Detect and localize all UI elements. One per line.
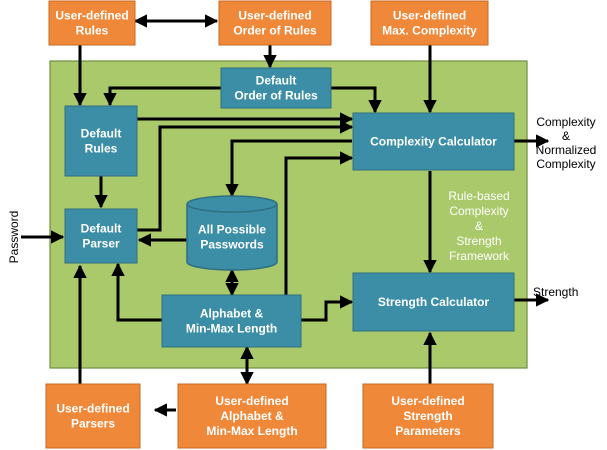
user-defined-max-complexity-box: [370, 0, 489, 46]
label-line: User-defined: [56, 402, 129, 416]
user-defined-order-box: [218, 0, 332, 46]
strength-calculator-label: Strength Calculator: [378, 295, 490, 309]
default-rules-box: [64, 105, 138, 177]
label-line: User-defined: [55, 9, 128, 23]
strength-calculator-box: [352, 272, 515, 332]
label-line: Alphabet &: [200, 307, 264, 321]
label-line: Rules: [85, 142, 118, 156]
label-line: Complexity: [449, 204, 508, 218]
arrow-alphabet-to-parser: [111, 262, 162, 322]
arrow-alphabet-to-calculator: [284, 151, 354, 295]
label-line: User-defined: [238, 9, 311, 23]
label-line: Order of Rules: [234, 89, 318, 103]
label-line: Passwords: [200, 238, 264, 252]
arrow-default-order-to-default-rules: [103, 86, 221, 107]
label-line: User-defined: [391, 394, 464, 408]
label-line: Strength Calculator: [378, 295, 490, 309]
label-line: User-defined: [215, 394, 288, 408]
user-defined-parsers-box: [45, 383, 141, 449]
label-line: Strength: [456, 234, 501, 248]
label-line: Default: [81, 222, 122, 236]
label-line: Complexity: [536, 115, 595, 129]
user-defined-alphabet-box: [177, 383, 327, 449]
label-line: Normalized: [536, 143, 597, 157]
complexity-calculator-box: [352, 112, 515, 171]
label-line: Min-Max Length: [206, 424, 297, 438]
label-line: Default: [81, 127, 122, 141]
label-line: Default: [256, 74, 297, 88]
label-line: &: [562, 129, 570, 143]
default-order-box: [220, 67, 332, 109]
default-parser-box: [64, 208, 138, 264]
complexity-calculator-label: Complexity Calculator: [370, 135, 497, 149]
label-line: Rules: [76, 24, 109, 38]
label-line: Parsers: [71, 417, 115, 431]
arrow-default-order-to-calculator: [331, 86, 382, 114]
connectors: [21, 14, 550, 417]
label-line: &: [475, 219, 483, 233]
label-line: Complexity: [536, 157, 595, 171]
strength-output-label: Strength: [533, 285, 578, 299]
label-line: Alphabet &: [220, 409, 284, 423]
label-line: Parser: [82, 237, 120, 251]
label-line: All Possible: [198, 223, 266, 237]
password-input-label: Password: [7, 211, 21, 264]
user-defined-strength-params-box: [362, 383, 494, 449]
label-line: Order of Rules: [233, 24, 317, 38]
arrow-calculator-to-passwords: [225, 139, 352, 198]
label-line: Complexity Calculator: [370, 135, 497, 149]
arrow-alphabet-to-strength: [301, 295, 354, 322]
user-defined-rules-box: [48, 0, 136, 46]
alphabet-length-box: [161, 294, 302, 348]
label-line: Parameters: [395, 424, 461, 438]
label-line: Rule-based: [448, 189, 509, 203]
label-line: Max. Complexity: [382, 24, 477, 38]
label-line: Framework: [449, 249, 510, 263]
arrow-parser-to-calculator: [137, 120, 354, 232]
label-line: Min-Max Length: [186, 322, 277, 336]
label-line: Strength: [403, 409, 452, 423]
label-line: User-defined: [393, 9, 466, 23]
alphabet-length-label: Alphabet &Min-Max Length: [186, 307, 277, 336]
